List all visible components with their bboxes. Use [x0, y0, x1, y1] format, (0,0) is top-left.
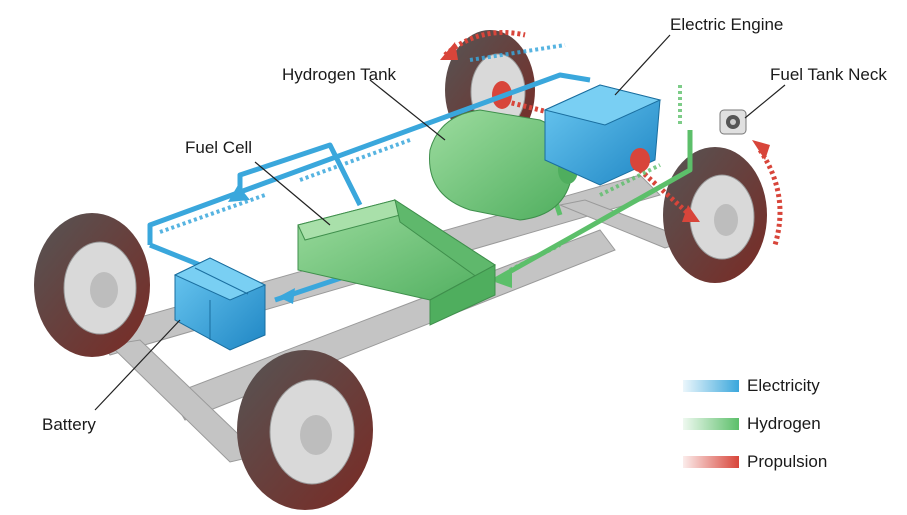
leader-lines — [94, 34, 786, 411]
front-left-wheel — [237, 350, 373, 510]
label-hydrogen-tank: Hydrogen Tank — [282, 65, 397, 84]
electricity-flow — [159, 43, 566, 234]
propulsion-arrow-head — [440, 42, 458, 60]
propulsion-arrow-head — [682, 205, 700, 222]
electricity-arrow-head — [228, 185, 250, 202]
hydrogen-arrow-head — [495, 270, 512, 288]
legend-label-electricity: Electricity — [747, 376, 820, 395]
hydrogen-flow — [509, 85, 682, 272]
label-battery: Battery — [42, 415, 96, 434]
label-fuel-cell: Fuel Cell — [185, 138, 253, 157]
legend-swatch-hydrogen — [683, 418, 739, 430]
electricity-arrow-head — [278, 288, 295, 304]
front-right-wheel — [663, 147, 767, 283]
legend-label-hydrogen: Hydrogen — [747, 414, 821, 433]
fuel-cell — [297, 198, 496, 326]
propulsion-arrow-head — [752, 140, 770, 160]
fuel-tank-neck — [719, 109, 747, 135]
label-fuel-tank-neck: Fuel Tank Neck — [770, 65, 887, 84]
electric-engine — [543, 84, 662, 186]
legend-swatch-electricity — [683, 380, 739, 392]
label-electric-engine: Electric Engine — [670, 15, 784, 34]
rear-left-wheel — [34, 213, 150, 357]
battery — [173, 257, 267, 351]
legend-label-propulsion: Propulsion — [747, 452, 828, 471]
legend-swatch-propulsion — [683, 456, 739, 468]
